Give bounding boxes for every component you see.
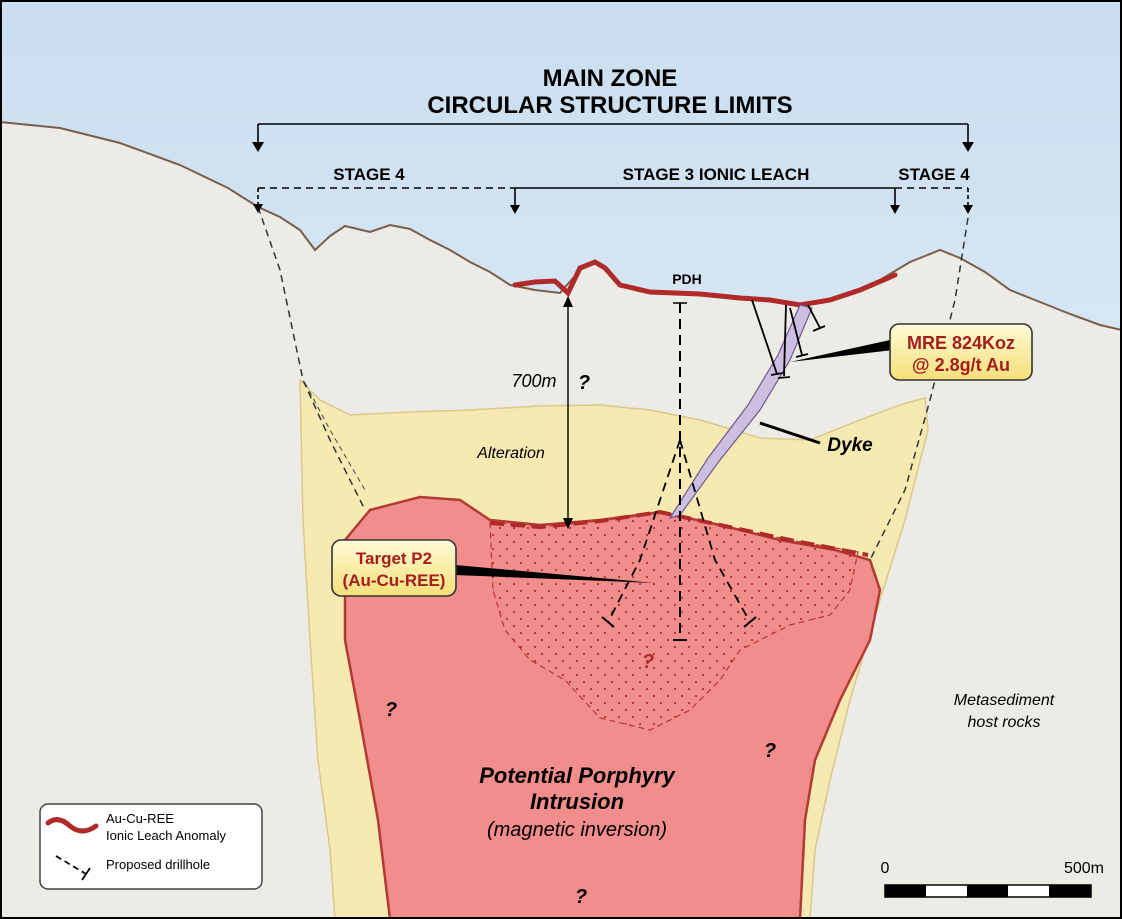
legend-anomaly-line1: Au-Cu-REE xyxy=(106,811,174,826)
pdh-label: PDH xyxy=(672,271,702,287)
host-rocks-line1: Metasediment xyxy=(954,692,1055,709)
legend-anomaly-line2: Ionic Leach Anomaly xyxy=(106,828,226,843)
depth-label: 700m xyxy=(511,371,556,391)
title-line1: MAIN ZONE xyxy=(543,65,678,92)
scale-start-label: 0 xyxy=(881,860,890,877)
stage3-label: STAGE 3 IONIC LEACH xyxy=(623,165,810,184)
mre-callout-line1: MRE 824Koz xyxy=(907,333,1015,353)
intrusion-label-line1: Potential Porphyry xyxy=(479,763,676,788)
scale-segment-3 xyxy=(1049,885,1091,897)
depth-question: ? xyxy=(578,372,590,394)
alteration-label: Alteration xyxy=(476,445,545,462)
legend-drillhole-label: Proposed drillhole xyxy=(106,857,210,872)
host-rocks-line2: host rocks xyxy=(968,714,1041,731)
target-callout-line2: (Au-Cu-REE) xyxy=(343,571,446,590)
scale-segment-2 xyxy=(967,885,1008,897)
target-callout-line1: Target P2 xyxy=(356,549,432,568)
scale-segment-1 xyxy=(885,885,926,897)
mre-callout-line2: @ 2.8g/t Au xyxy=(912,355,1010,375)
bottom-question: ? xyxy=(575,886,587,908)
right-question: ? xyxy=(764,740,776,762)
mre-drillhole-2-end xyxy=(778,377,790,378)
dyke-label: Dyke xyxy=(827,435,873,456)
intrusion-label-line3: (magnetic inversion) xyxy=(487,819,667,841)
target-question: ? xyxy=(642,651,654,673)
stage4-left-label: STAGE 4 xyxy=(333,165,405,184)
intrusion-label-line2: Intrusion xyxy=(530,789,624,814)
scale-end-label: 500m xyxy=(1064,860,1104,877)
title-line2: CIRCULAR STRUCTURE LIMITS xyxy=(427,92,792,119)
left-question: ? xyxy=(385,699,397,721)
stage4-right-label: STAGE 4 xyxy=(898,165,970,184)
